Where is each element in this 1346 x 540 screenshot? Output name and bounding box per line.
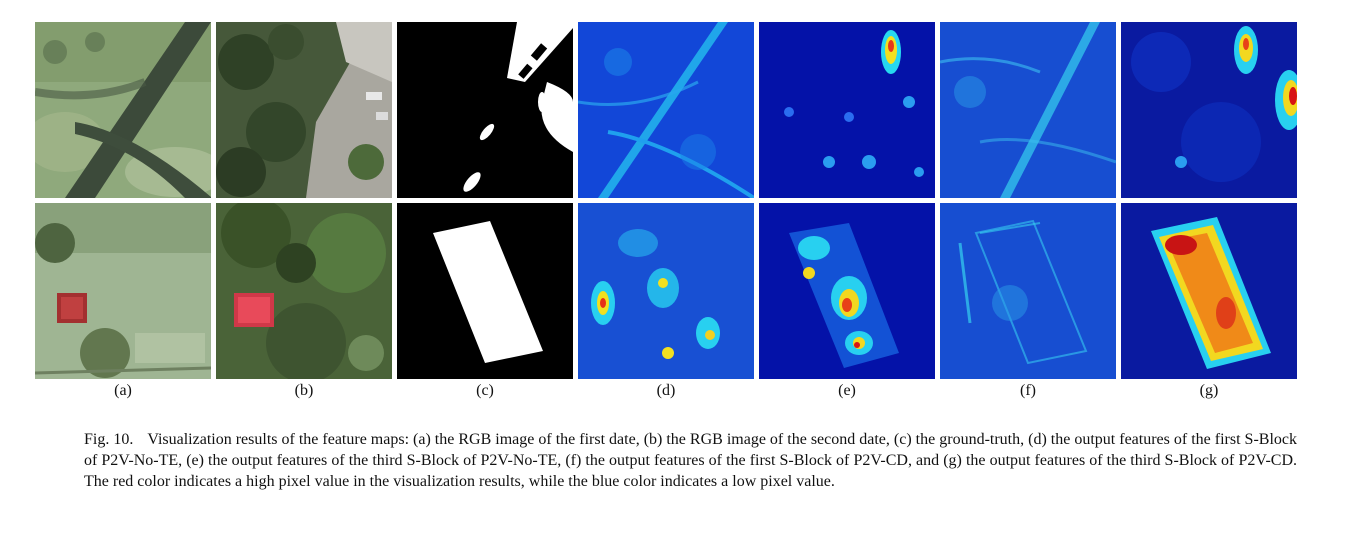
panel-c-row1-ground-truth — [397, 22, 573, 198]
panel-b-row2-rgb-t2 — [216, 203, 392, 379]
panel-label-g: (g) — [1199, 382, 1219, 399]
panel-e-row2-feature-map — [759, 203, 935, 379]
panel-label-c: (c) — [476, 382, 494, 399]
panel-label-b: (b) — [294, 382, 314, 399]
panel-b-row1-rgb-t2 — [216, 22, 392, 198]
panel-f-row2-feature-map — [940, 203, 1116, 379]
panel-e-row1-feature-map — [759, 22, 935, 198]
caption-text: Visualization results of the feature map… — [84, 431, 1297, 490]
panel-g-row1-feature-map — [1121, 22, 1297, 198]
figure-caption: Fig. 10.Visualization results of the fea… — [84, 429, 1297, 492]
panel-label-e: (e) — [838, 382, 856, 399]
panel-label-a: (a) — [114, 382, 132, 399]
panel-d-row1-feature-map — [578, 22, 754, 198]
figure-number: Fig. 10. — [84, 431, 134, 448]
panel-f-row1-feature-map — [940, 22, 1116, 198]
panel-g-row2-feature-map — [1121, 203, 1297, 379]
panel-label-f: (f) — [1020, 382, 1036, 399]
panel-a-row2-rgb-t1 — [35, 203, 211, 379]
panel-a-row1-rgb-t1 — [35, 22, 211, 198]
panel-label-d: (d) — [656, 382, 676, 399]
panel-labels: (a) (b) (c) (d) (e) (f) (g) — [35, 382, 1297, 404]
panel-d-row2-feature-map — [578, 203, 754, 379]
panel-c-row2-ground-truth — [397, 203, 573, 379]
